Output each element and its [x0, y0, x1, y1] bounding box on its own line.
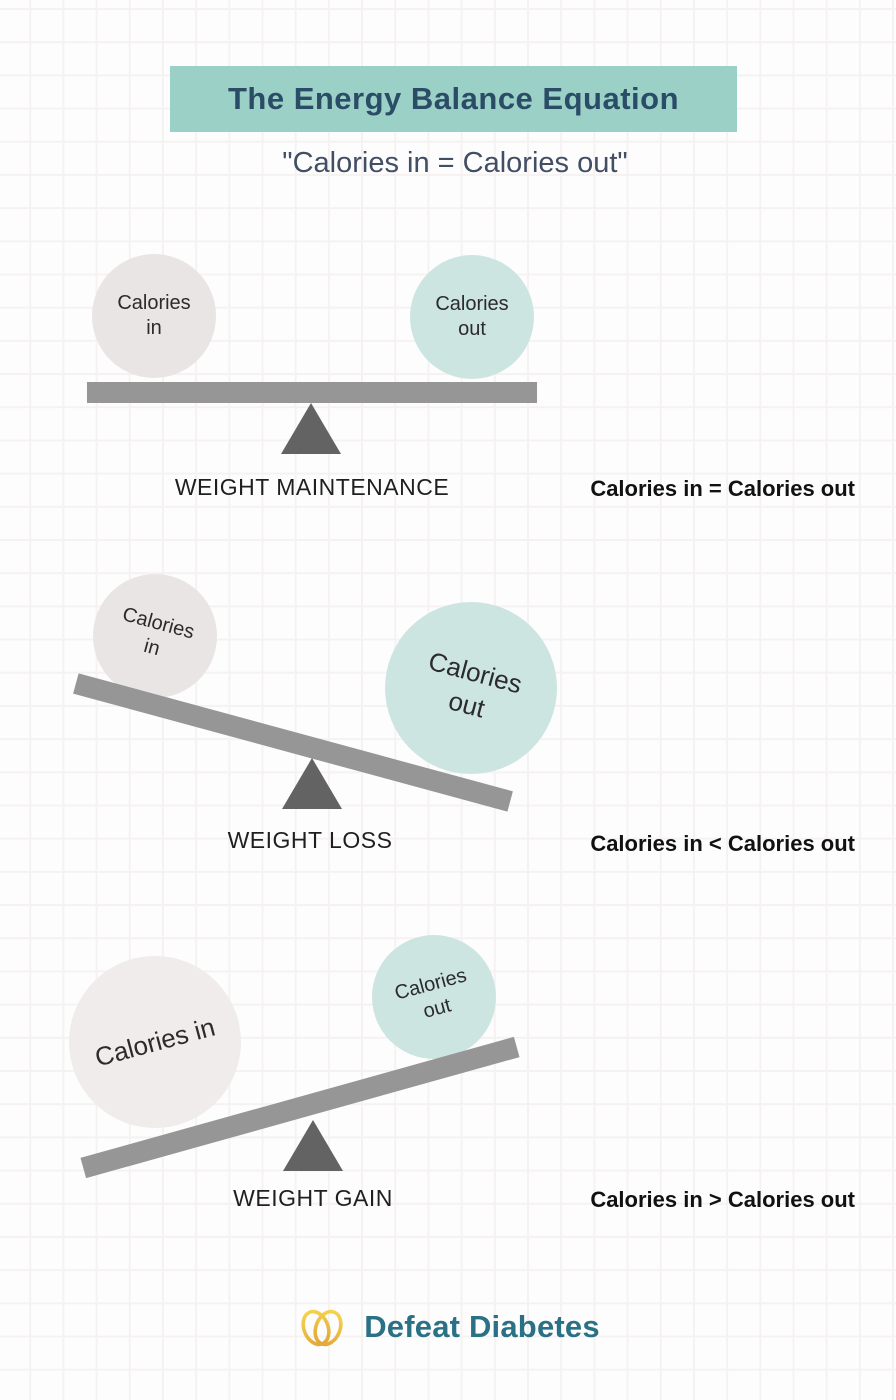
- calories-in-circle: Calories in: [69, 956, 241, 1128]
- calories-out-label: Calories out: [425, 645, 526, 723]
- calories-in-label: Calories in: [117, 292, 191, 339]
- section-title: WEIGHT MAINTENANCE: [174, 474, 450, 500]
- equation-text: Calories in < Calories out: [590, 831, 855, 856]
- calories-in-circle: Calories in: [92, 254, 216, 378]
- calories-out-circle: Calories out: [372, 935, 496, 1059]
- fulcrum-triangle: [283, 1120, 343, 1171]
- section-title: WEIGHT GAIN: [233, 1185, 393, 1211]
- calories-in-label: Calories in: [120, 603, 197, 661]
- brand-footer: Defeat Diabetes: [0, 1297, 896, 1357]
- equation-text: Calories in = Calories out: [590, 476, 855, 501]
- brand-name: Defeat Diabetes: [364, 1309, 600, 1344]
- seesaw-bar: [87, 382, 537, 403]
- calories-out-label: Calories out: [435, 293, 509, 340]
- calories-out-label: Calories out: [392, 964, 469, 1023]
- fulcrum-triangle: [282, 758, 342, 809]
- defeat-diabetes-rings-icon: [301, 1309, 343, 1347]
- fulcrum-triangle: [281, 403, 341, 454]
- calories-in-circle: Calories in: [93, 574, 217, 698]
- calories-out-circle: Calories out: [385, 602, 557, 774]
- page-title: The Energy Balance Equation: [227, 81, 680, 116]
- section-title: WEIGHT LOSS: [227, 827, 393, 853]
- calories-out-circle: Calories out: [410, 255, 534, 379]
- calories-in-label: Calories in: [91, 1011, 219, 1073]
- equation-text: Calories in > Calories out: [590, 1187, 855, 1212]
- title-banner: The Energy Balance Equation: [170, 66, 737, 132]
- page-subtitle: "Calories in = Calories out": [282, 147, 628, 179]
